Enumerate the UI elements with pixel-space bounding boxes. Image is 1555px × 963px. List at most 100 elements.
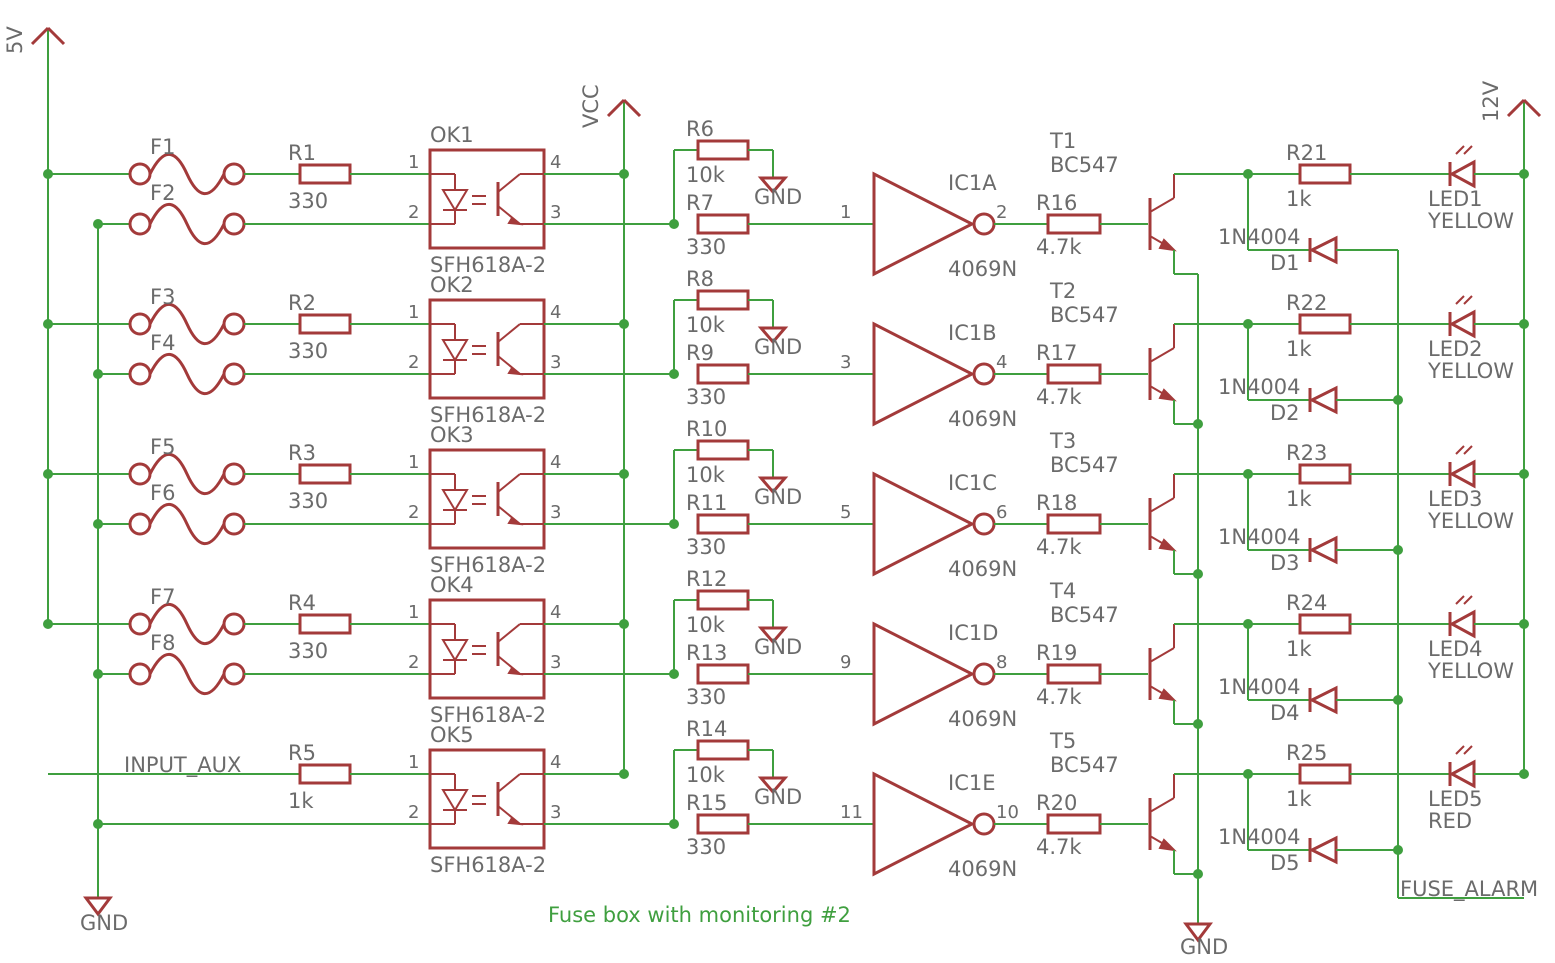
inverter-output-pin: 2 — [996, 202, 1007, 223]
inverter-output-pin: 6 — [996, 502, 1007, 523]
transistor-arrow — [1158, 838, 1177, 852]
series-resistor-value: 330 — [686, 835, 726, 859]
junction-dot — [93, 669, 103, 679]
wire — [1455, 745, 1465, 755]
led-color: YELLOW — [1427, 509, 1514, 533]
channel-4: F7F8R4330OK4SFH618A-21243R1210kGNDR13330… — [43, 567, 1529, 731]
pulldown-gnd-label: GND — [754, 635, 802, 659]
transistor-ref: T2 — [1049, 279, 1076, 303]
resistor-body — [1298, 313, 1352, 335]
junction-dot — [619, 169, 629, 179]
inverter-bubble — [972, 512, 996, 536]
inverter-part: 4069N — [948, 857, 1017, 881]
diode-triangle — [1308, 835, 1338, 865]
led-resistor-ref: R21 — [1286, 141, 1327, 165]
resistor-body — [696, 813, 750, 835]
inverter-triangle — [872, 471, 976, 577]
opto-pin-2: 2 — [408, 802, 419, 823]
junction-dot — [93, 219, 103, 229]
resistor-body — [1298, 613, 1352, 635]
fuse-terminal — [222, 312, 246, 336]
opto-led — [441, 189, 469, 212]
fuse-b-label: F2 — [150, 181, 175, 205]
base-resistor-value: 4.7k — [1036, 685, 1082, 709]
input-resistor-ref: R1 — [288, 141, 316, 165]
inverter-triangle — [872, 621, 976, 727]
resistor-body — [696, 363, 750, 385]
transistor-arrow — [1158, 388, 1177, 402]
fuse-a — [128, 452, 246, 496]
opto-pin-3: 3 — [550, 802, 561, 823]
fuse-b-label: F4 — [150, 331, 175, 355]
optocoupler-part: SFH618A-2 — [430, 853, 546, 877]
resistor-body — [696, 589, 750, 611]
resistor-body — [696, 663, 750, 685]
optocoupler — [428, 298, 546, 400]
optocoupler-body — [428, 298, 546, 400]
pulldown-gnd-label: GND — [754, 485, 802, 509]
diode-ref: D2 — [1270, 401, 1300, 425]
diode — [1308, 385, 1338, 415]
transistor-ref: T1 — [1049, 129, 1076, 153]
led-color: YELLOW — [1427, 359, 1514, 383]
resistor-body — [696, 139, 750, 161]
series-resistor-ref: R13 — [686, 641, 727, 665]
junction-dot — [619, 319, 629, 329]
opto-pin-3: 3 — [550, 352, 561, 373]
diode-part: 1N4004 — [1218, 375, 1301, 399]
fuse-terminal — [222, 362, 246, 386]
fuse-wire — [148, 452, 226, 496]
resistor-body — [1298, 463, 1352, 485]
resistor-body — [696, 213, 750, 235]
optocoupler — [428, 148, 546, 250]
input-resistor — [298, 613, 352, 635]
junction-dot — [43, 619, 53, 629]
fuse-terminal — [128, 512, 152, 536]
junction-dot — [1193, 419, 1203, 429]
pulldown-resistor — [696, 289, 750, 311]
diode-triangle — [1308, 235, 1338, 265]
base-resistor-value: 4.7k — [1036, 835, 1082, 859]
wire — [1149, 647, 1175, 663]
fuse-wire — [148, 602, 226, 646]
base-resistor — [1046, 213, 1102, 235]
transistor-ref: T5 — [1049, 729, 1076, 753]
led-resistor-ref: R24 — [1286, 591, 1327, 615]
led-triangle — [1448, 459, 1476, 489]
pulldown-ref: R6 — [686, 117, 714, 141]
wire — [1149, 347, 1175, 363]
fuse-terminal — [128, 462, 152, 486]
gnd-triangle — [757, 326, 789, 345]
input-resistor — [298, 763, 352, 785]
wire — [1463, 295, 1473, 305]
pulldown-resistor — [696, 139, 750, 161]
opto-pin-4: 4 — [550, 152, 561, 173]
fuse-terminal — [222, 212, 246, 236]
series-resistor-ref: R9 — [686, 341, 714, 365]
fuse-wire — [148, 202, 226, 246]
optocoupler-ref: OK1 — [430, 123, 474, 147]
wire — [1463, 595, 1473, 605]
inverter-part: 4069N — [948, 557, 1017, 581]
inverter-part: 4069N — [948, 407, 1017, 431]
fuse-b-label: F8 — [150, 631, 175, 655]
optocoupler-ref: OK2 — [430, 273, 474, 297]
opto-pin-4: 4 — [550, 752, 561, 773]
series-resistor-ref: R7 — [686, 191, 714, 215]
pulldown-resistor — [696, 739, 750, 761]
pulldown-ref: R8 — [686, 267, 714, 291]
opto-arrow — [507, 216, 524, 226]
inverter-output-pin: 4 — [996, 352, 1007, 373]
opto-led — [441, 489, 469, 512]
transistor-ref: T3 — [1049, 429, 1076, 453]
wire — [1149, 797, 1175, 813]
led-resistor-ref: R25 — [1286, 741, 1327, 765]
diode-triangle — [1308, 535, 1338, 565]
inverter-part: 4069N — [948, 707, 1017, 731]
resistor-body — [696, 739, 750, 761]
inverter-ref: IC1C — [948, 471, 997, 495]
fuse-a — [128, 302, 246, 346]
led-ref: LED5 — [1428, 787, 1483, 811]
